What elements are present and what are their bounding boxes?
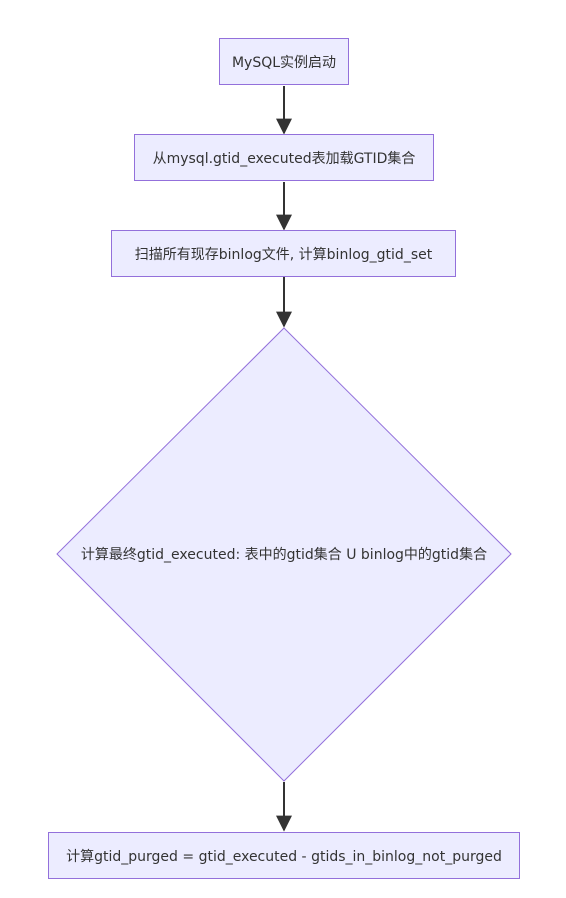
node-load-gtid-table: 从mysql.gtid_executed表加载GTID集合 — [134, 134, 434, 181]
node-mysql-start-label: MySQL实例启动 — [231, 54, 337, 71]
decision-label: 计算最终gtid_executed: 表中的gtid集合 U binlog中的g… — [80, 547, 488, 563]
node-scan-binlog: 扫描所有现存binlog文件, 计算binlog_gtid_set — [111, 230, 456, 277]
node-compute-gtid-purged: 计算gtid_purged = gtid_executed - gtids_in… — [48, 832, 520, 879]
node-mysql-start: MySQL实例启动 — [219, 38, 349, 85]
node-compute-gtid-purged-label: 计算gtid_purged = gtid_executed - gtids_in… — [66, 848, 502, 865]
node-scan-binlog-label: 扫描所有现存binlog文件, 计算binlog_gtid_set — [134, 246, 433, 263]
decision-diamond — [56, 327, 512, 782]
node-load-gtid-table-label: 从mysql.gtid_executed表加载GTID集合 — [152, 150, 416, 167]
